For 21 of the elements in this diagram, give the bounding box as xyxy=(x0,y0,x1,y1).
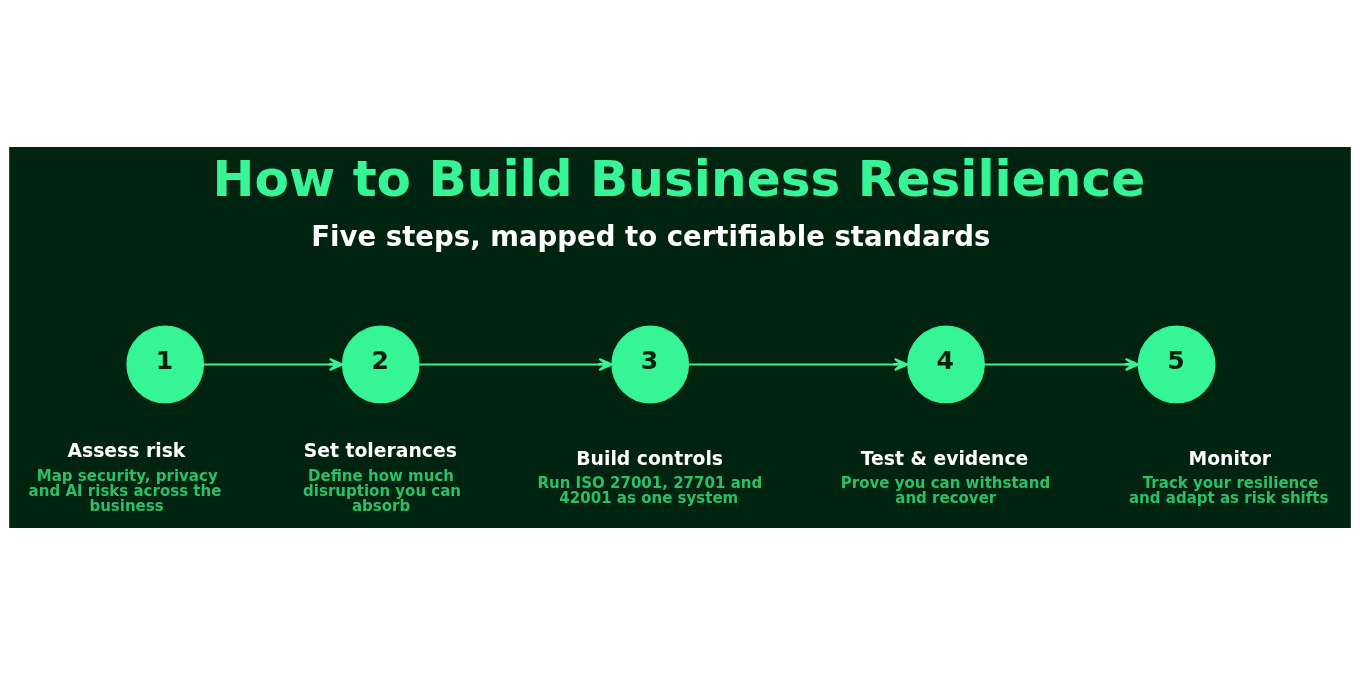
node-label: Monitor xyxy=(1188,447,1272,469)
node-label: Build controls xyxy=(576,447,724,469)
node-label: Run ISO 27001, 27701 and 42001 as one system xyxy=(537,473,763,507)
node-circle: 2 xyxy=(341,325,420,403)
node-label: Track your resilience and adapt as risk shifts xyxy=(1128,473,1329,507)
node-label: Define how much disruption you can absorb xyxy=(303,466,462,515)
node-label: Assess risk xyxy=(67,439,186,461)
node-circle: 1 xyxy=(126,325,205,403)
node-circle: 3 xyxy=(611,325,690,403)
arrow xyxy=(203,357,344,371)
label: Five steps, mapped to certifiable standards xyxy=(311,219,991,253)
node-label: Map security, privacy and AI risks across the business xyxy=(28,466,222,515)
node-circle: 5 xyxy=(1137,325,1216,403)
arrow xyxy=(688,357,909,371)
arrow xyxy=(984,357,1140,371)
arrow xyxy=(419,357,613,371)
node-label: Test & evidence xyxy=(860,447,1029,469)
node-label: Set tolerances xyxy=(303,439,457,461)
diagram-title: How to Build Business Resilience xyxy=(212,148,1146,208)
node-circle: 4 xyxy=(907,325,985,403)
node-label: Prove you can withstand and recover xyxy=(840,473,1051,507)
